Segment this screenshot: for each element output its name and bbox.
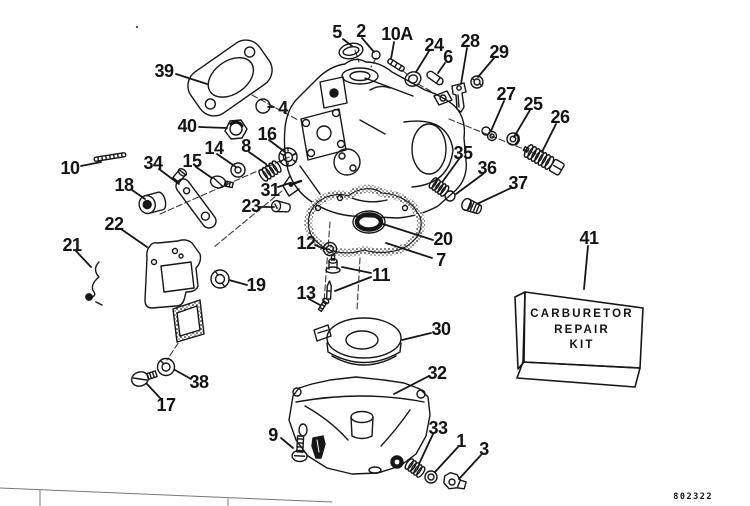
washer-19 [210,269,230,289]
callout-9: 9 [268,425,278,445]
pin-10 [93,152,127,162]
callout-5: 5 [332,22,342,42]
dowel-pin [426,70,444,86]
callout-34: 34 [143,153,163,173]
washer-14 [230,162,246,178]
idle-needle-26 [522,144,565,176]
callout-24: 24 [424,35,444,55]
packing-nuts-27 [481,126,498,142]
drain-screw-3 [443,471,467,490]
callout-20: 20 [433,229,453,249]
needle-valve-11 [325,280,332,300]
callout-15: 15 [182,151,202,171]
screw-9 [291,435,308,463]
check-ball [255,98,271,114]
repair-kit-line-1: CARBURETOR [530,308,634,320]
callout-31: 31 [260,180,280,200]
callout-6: 6 [443,47,453,67]
callout-14: 14 [204,138,224,158]
mounting-gasket-22 [144,239,205,343]
callout-33: 33 [428,418,448,438]
plug-23 [270,199,291,213]
screw-17 [130,370,158,387]
callout-10A: 10A [381,24,413,44]
lever-34 [172,167,217,229]
callout-8: 8 [241,136,251,156]
callout-27: 27 [496,84,516,104]
callout-1: 1 [456,431,466,451]
callout-21: 21 [62,235,82,255]
callout-25: 25 [523,94,543,114]
screw-15 [209,175,234,189]
drawing-number: 802322 [673,492,713,502]
callout-36: 36 [477,158,497,178]
clevis-clip [451,82,467,113]
washer-1 [424,470,438,484]
leader-lines [75,37,589,480]
callout-35: 35 [453,143,473,163]
callout-12: 12 [296,233,316,253]
needle-seat-11 [325,254,341,274]
callout-23: 23 [241,196,261,216]
page-edge-line [0,487,333,506]
washer-38 [156,357,176,377]
callout-19: 19 [246,275,266,295]
callout-18: 18 [114,175,134,195]
callout-29: 29 [489,42,509,62]
scan-speck [135,25,139,29]
callout-22: 22 [104,214,124,234]
callout-32: 32 [427,363,447,383]
repair-kit-box [514,291,644,388]
small-nut-29 [470,75,484,89]
float-bowl-32 [288,376,431,475]
spring-8 [258,160,282,182]
retaining-ring [404,71,422,87]
spring-35 [428,177,450,197]
bowl-cover-gasket-7 [304,184,426,257]
callout-30: 30 [431,319,451,339]
callout-37: 37 [508,173,528,193]
callout-26: 26 [550,107,570,127]
callout-16: 16 [257,124,277,144]
bushing-18 [138,191,167,215]
callout-39: 39 [154,61,174,81]
screw-13 [317,297,330,313]
carburetor-body [282,58,467,219]
intake-flange-gasket [187,39,273,117]
callout-41: 41 [579,228,599,248]
repair-kit-line-2: REPAIR [554,324,610,336]
callout-13: 13 [296,283,316,303]
repair-kit-label: CARBURETOR REPAIR KIT [530,308,634,351]
callout-11: 11 [372,265,391,285]
callout-17: 17 [156,395,176,415]
pin-10A [387,58,405,72]
callout-7: 7 [436,250,446,270]
callout-40: 40 [177,116,197,136]
callout-2: 2 [356,21,366,41]
plug-37 [461,197,483,215]
spring-wire-21 [85,261,103,306]
callout-4: 4 [278,98,288,118]
callout-10: 10 [60,158,80,178]
repair-kit-line-3: KIT [569,339,594,351]
callout-3: 3 [479,439,489,459]
packing-washer-25 [506,132,520,146]
spring-33 [404,458,426,478]
callout-28: 28 [460,31,480,51]
callout-38: 38 [189,372,209,392]
hex-nut-40 [224,119,248,140]
o-ring-36 [444,190,456,202]
flange-nut-16 [278,147,298,167]
check-ball-small [371,50,381,60]
float-30 [313,317,402,366]
